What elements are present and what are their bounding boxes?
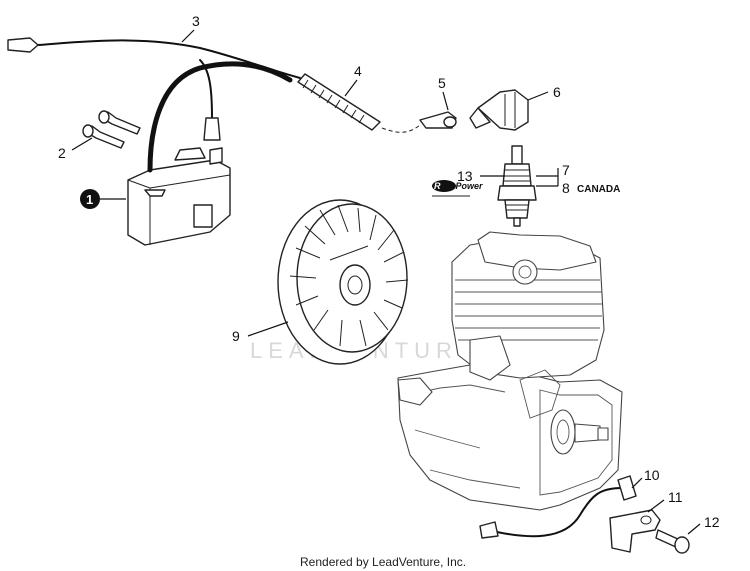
callout-2: 2: [58, 145, 66, 161]
high-tension-wire: [7, 37, 301, 173]
ignition-coil: [127, 147, 231, 246]
callout-3: 3: [192, 13, 200, 29]
coil-screws: [82, 110, 141, 149]
callout-11: 11: [668, 489, 683, 505]
flywheel: [277, 199, 409, 365]
callout-4: 4: [354, 63, 362, 79]
svg-text:RePower: RePower: [444, 181, 483, 191]
spring-sleeve: [297, 73, 381, 131]
spark-plug-boot: [469, 89, 529, 131]
bracket-screw: [655, 529, 690, 554]
leader-lines: [71, 29, 701, 535]
engine-assembly: [397, 231, 623, 511]
callout-8: 8: [562, 180, 570, 196]
callout-5: 5: [438, 75, 446, 91]
footer-credit: Rendered by LeadVenture, Inc.: [300, 555, 466, 569]
callout-1-badge: [80, 189, 100, 209]
svg-text:R: R: [434, 181, 441, 191]
callout-6: 6: [553, 84, 561, 100]
spark-plug: [497, 145, 537, 227]
callout-1: 1: [86, 192, 93, 207]
callout-8-note: CANADA: [577, 184, 620, 195]
callout-7: 7: [562, 162, 570, 178]
repower-logo: R RePower: [432, 180, 483, 197]
callout-13: 13: [457, 168, 473, 184]
callouts: 1 2 3 4 5 6 7 8 CANADA 9 10 11 12 13: [58, 13, 720, 530]
ground-wire: [479, 475, 637, 539]
callout-12: 12: [704, 514, 720, 530]
spark-plug-clip: [381, 111, 457, 133]
bracket: [609, 509, 661, 553]
callout-9: 9: [232, 328, 240, 344]
callout-10: 10: [644, 467, 660, 483]
